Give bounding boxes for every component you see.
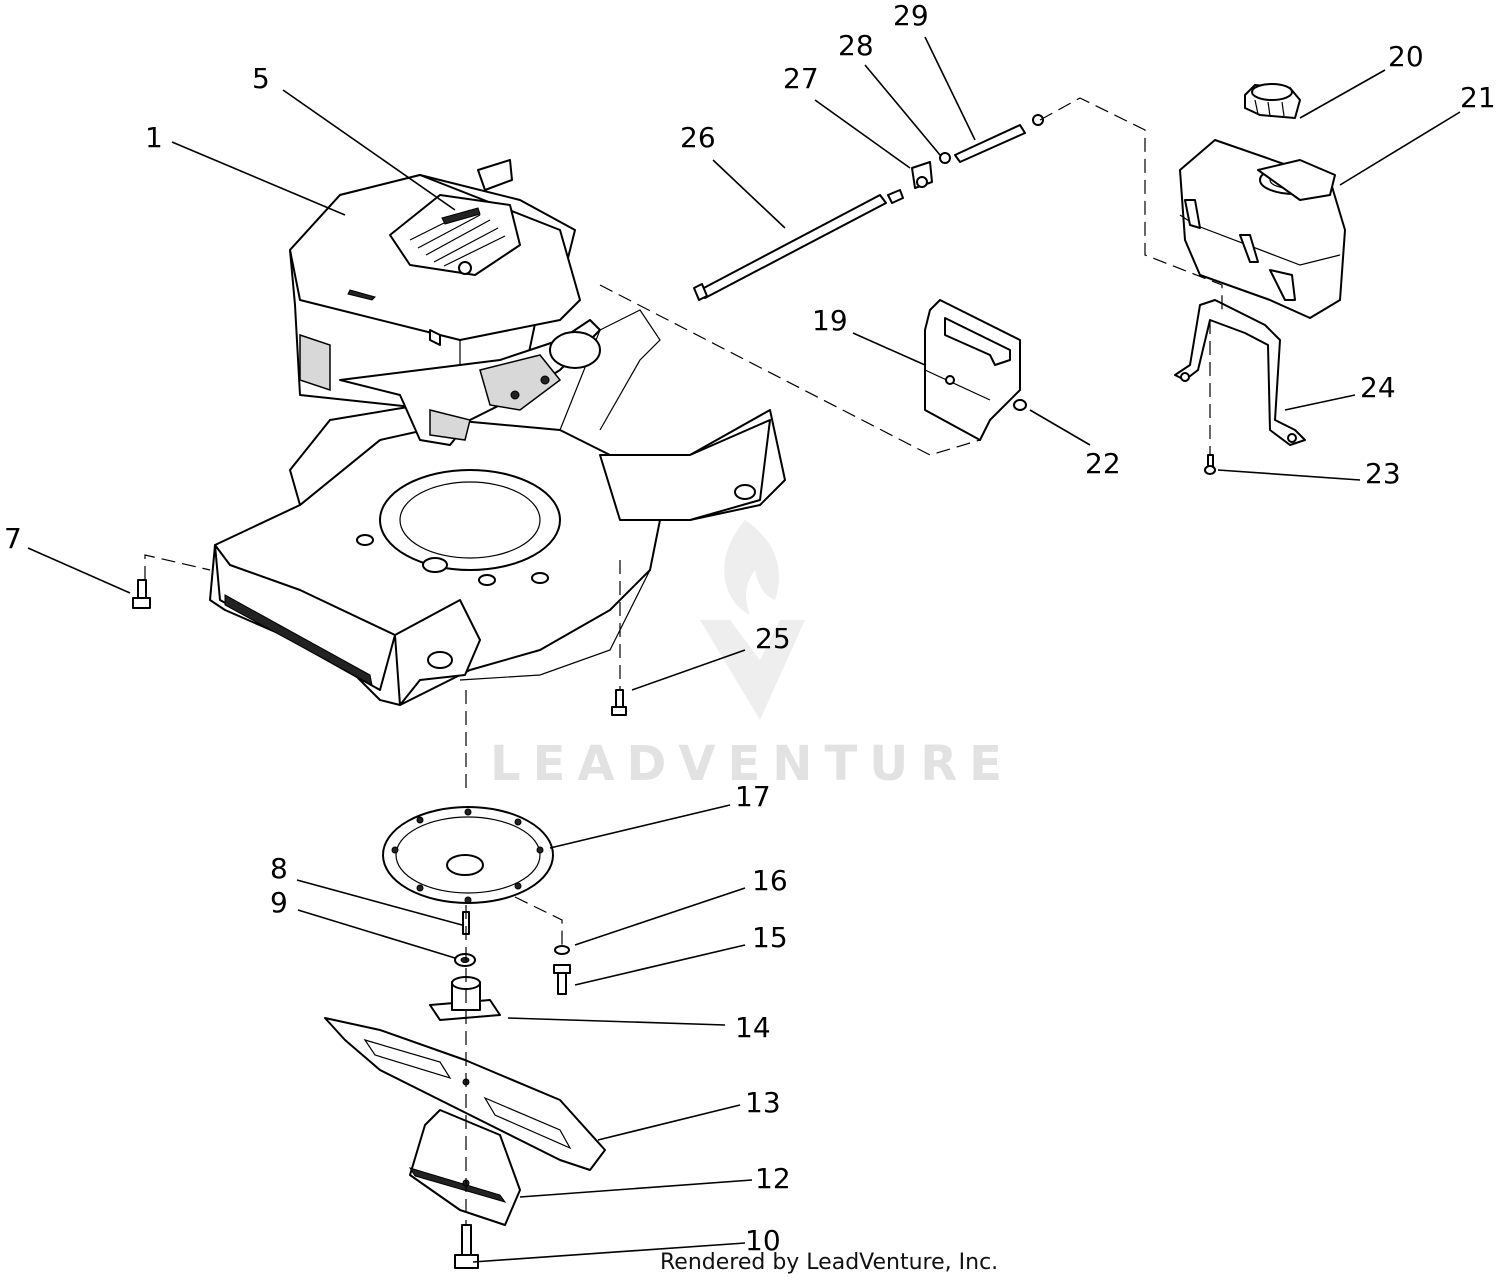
blade-hub-14 xyxy=(429,976,501,1021)
tank-mounting-bracket xyxy=(1174,299,1306,446)
callout-5: 5 xyxy=(252,62,270,95)
callout-20: 20 xyxy=(1388,40,1424,73)
fuel-line-assembly xyxy=(693,114,1044,301)
callout-29: 29 xyxy=(893,0,929,32)
watermark-logo xyxy=(700,520,805,720)
callout-labels: 1 5 7 8 9 10 12 13 14 15 16 17 19 20 21 … xyxy=(4,0,1496,1257)
callout-22: 22 xyxy=(1085,447,1121,480)
callout-13: 13 xyxy=(745,1086,781,1119)
callout-26: 26 xyxy=(680,121,716,154)
fuel-cap xyxy=(1244,83,1301,119)
callout-8: 8 xyxy=(270,852,288,885)
lock-washer-16 xyxy=(554,945,570,955)
nut-22 xyxy=(1013,399,1027,411)
callout-25: 25 xyxy=(755,622,791,655)
leader-lines xyxy=(27,36,1461,1263)
recoil-starter-fins xyxy=(409,209,506,267)
engine xyxy=(289,159,601,446)
callout-9: 9 xyxy=(270,886,288,919)
bolt-7 xyxy=(132,579,151,609)
assembly-lines xyxy=(144,97,1223,1225)
callout-28: 28 xyxy=(838,29,874,62)
mower-deck xyxy=(209,309,786,706)
callout-24: 24 xyxy=(1360,371,1396,404)
watermark-text: LEADVENTURE xyxy=(490,736,1014,792)
bolt-23 xyxy=(1204,454,1216,475)
washer-9 xyxy=(454,953,476,967)
callout-15: 15 xyxy=(752,921,788,954)
heat-shield-bracket xyxy=(924,299,1026,441)
blade-adapter-plate xyxy=(382,806,554,904)
fuel-tank xyxy=(1179,139,1346,319)
callout-27: 27 xyxy=(783,62,819,95)
callout-12: 12 xyxy=(755,1162,791,1195)
callout-19: 19 xyxy=(812,304,848,337)
bolt-15 xyxy=(553,964,571,995)
mulching-blade-12 xyxy=(408,1109,521,1226)
callout-1: 1 xyxy=(145,121,163,154)
blade-13 xyxy=(324,1017,606,1171)
callout-14: 14 xyxy=(735,1011,771,1044)
callout-7: 7 xyxy=(4,522,22,555)
callout-21: 21 xyxy=(1460,81,1496,114)
bolt-25 xyxy=(611,689,627,716)
callout-16: 16 xyxy=(752,864,788,897)
callout-10: 10 xyxy=(745,1224,781,1257)
render-credit: Rendered by LeadVenture, Inc. xyxy=(660,1250,999,1275)
callout-17: 17 xyxy=(735,780,771,813)
callout-23: 23 xyxy=(1365,457,1401,490)
